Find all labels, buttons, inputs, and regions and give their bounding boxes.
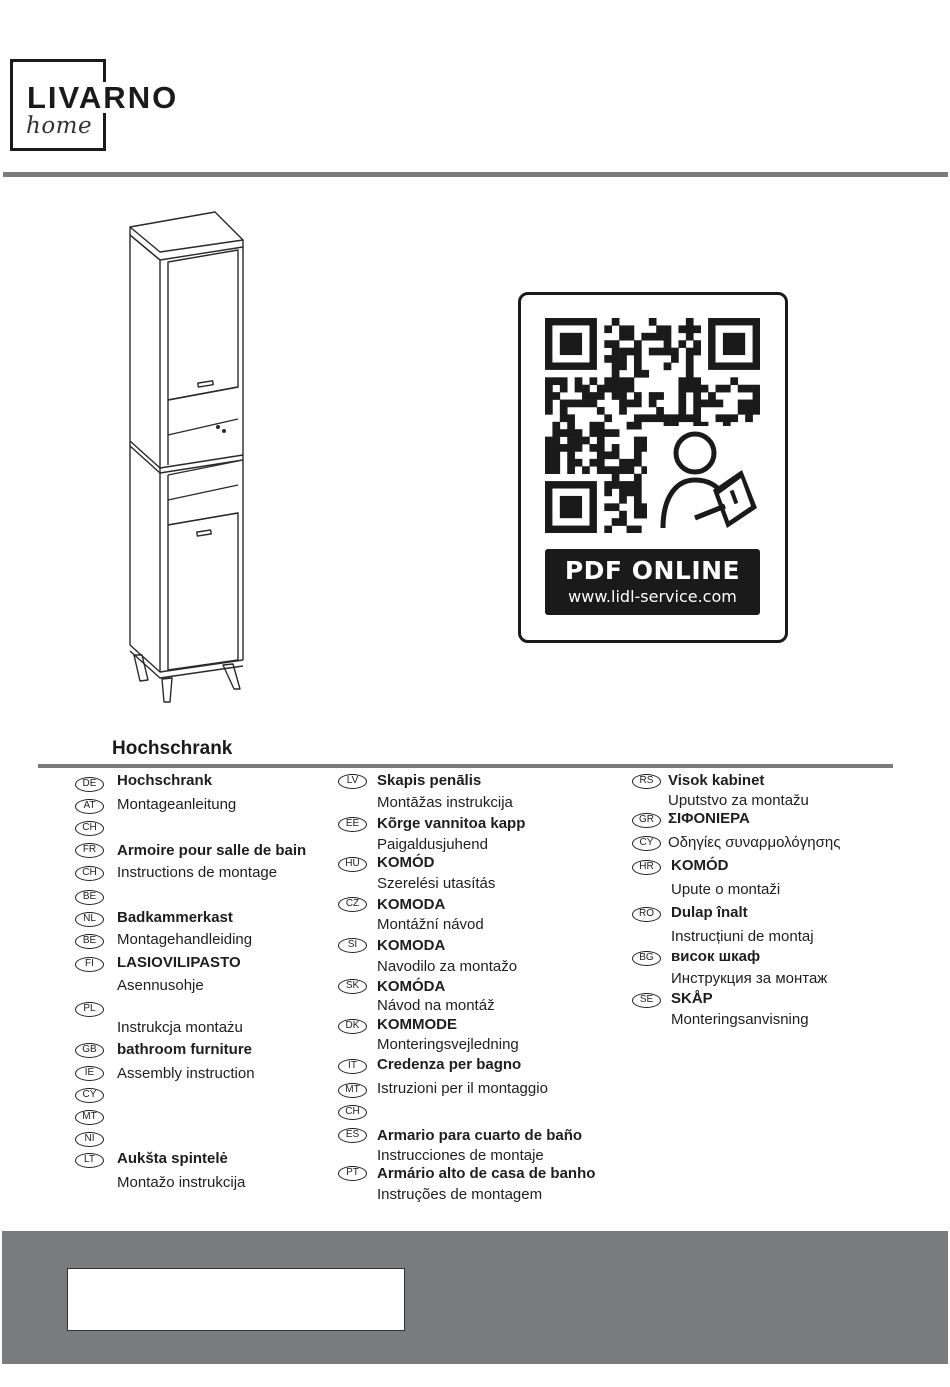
product-name-hr: KOMÓD — [671, 857, 729, 874]
instructions-label-ie: Assembly instruction — [117, 1065, 255, 1082]
country-code-badge-se: SE — [632, 993, 661, 1008]
instructions-label-cy: Οδηγίες συναρμολόγησης — [668, 834, 841, 851]
country-code-badge-lv: LV — [338, 774, 367, 789]
instructions-label-pt: Instruções de montagem — [377, 1186, 543, 1203]
country-code-badge-gr: GR — [632, 813, 661, 828]
country-code-badge-nl: NL — [75, 912, 104, 927]
product-name-fr: Armoire pour salle de bain — [117, 842, 307, 859]
country-code-badge-hu: HU — [338, 857, 367, 872]
title-divider — [38, 764, 893, 768]
product-name-bg: висок шкаф — [671, 948, 761, 965]
country-code-badge-ni: NI — [75, 1132, 104, 1147]
instructions-label-lt: Montažo instrukcija — [117, 1174, 246, 1191]
country-code-badge-be: BE — [75, 890, 104, 905]
product-name-lv: Skapis penālis — [377, 772, 482, 789]
country-code-badge-it: IT — [338, 1059, 367, 1074]
product-name-pt: Armário alto de casa de banho — [377, 1165, 596, 1182]
country-code-badge-ee: EE — [338, 817, 367, 832]
pdf-online-title: PDF ONLINE — [564, 556, 741, 585]
country-code-badge-ch: CH — [75, 821, 104, 836]
product-name-ee: Kõrge vannitoa kapp — [377, 815, 526, 832]
product-name-lt: Aukšta spintelė — [117, 1150, 228, 1167]
country-code-badge-sk: SK — [338, 979, 367, 994]
pdf-online-url: www.lidl-service.com — [568, 587, 737, 606]
country-code-badge-rs: RS — [632, 774, 661, 789]
instructions-label-lv: Montāžas instrukcija — [377, 794, 513, 811]
cabinet-illustration — [129, 211, 244, 703]
top-divider — [3, 172, 948, 177]
instructions-label-pl: Instrukcja montażu — [117, 1019, 243, 1036]
country-code-badge-mt: MT — [75, 1110, 104, 1125]
pdf-online-banner: PDF ONLINE www.lidl-service.com — [545, 549, 760, 615]
instructions-label-hu: Szerelési utasítás — [377, 875, 496, 892]
instructions-label-hr: Upute o montaži — [671, 881, 781, 898]
country-code-badge-ch: CH — [338, 1105, 367, 1120]
country-code-badge-pl: PL — [75, 1002, 104, 1017]
country-code-badge-de: DE — [75, 777, 104, 792]
country-code-badge-pt: PT — [338, 1166, 367, 1181]
product-name-dk: KOMMODE — [377, 1016, 457, 1033]
product-name-fi: LASIOVILIPASTO — [117, 954, 241, 971]
instructions-label-ee: Paigaldusjuhend — [377, 836, 488, 853]
brand-logo-name: LIVARNO — [27, 80, 181, 115]
instructions-label-fi: Asennusohje — [117, 977, 204, 994]
country-code-badge-be: BE — [75, 934, 104, 949]
person-reading-icon — [647, 426, 760, 533]
product-name-de: Hochschrank — [117, 772, 213, 789]
country-code-badge-ro: RO — [632, 907, 661, 922]
country-code-badge-mt: MT — [338, 1083, 367, 1098]
instructions-label-es: Instrucciones de montaje — [377, 1147, 544, 1164]
instructions-label-se: Monteringsanvisning — [671, 1011, 809, 1028]
country-code-badge-cy: CY — [632, 836, 661, 851]
product-name-cz: KOMODA — [377, 896, 446, 913]
instructions-label-ch: Instructions de montage — [117, 864, 278, 881]
footer-label-box — [67, 1268, 405, 1331]
qr-code — [545, 318, 760, 533]
instructions-label-bg: Инструкция за монтаж — [671, 970, 828, 987]
product-name-es: Armario para cuarto de baño — [377, 1127, 583, 1144]
product-name-se: SKÅP — [671, 990, 713, 1007]
product-name-ro: Dulap înalt — [671, 904, 748, 921]
instructions-label-si: Navodilo za montažo — [377, 958, 518, 975]
instructions-label-be: Montagehandleiding — [117, 931, 253, 948]
country-code-badge-ch: CH — [75, 866, 104, 881]
country-code-badge-si: SI — [338, 938, 367, 953]
country-code-badge-lt: LT — [75, 1153, 104, 1168]
instructions-label-mt: Istruzioni per il montaggio — [377, 1080, 548, 1097]
instructions-label-cz: Montážní návod — [377, 916, 484, 933]
country-code-badge-fr: FR — [75, 843, 104, 858]
instructions-label-at: Montageanleitung — [117, 796, 237, 813]
instructions-label-sk: Návod na montáž — [377, 997, 495, 1014]
product-name-gr: ΣΙΦΟΝΙΕΡΑ — [668, 810, 750, 827]
product-title: Hochschrank — [112, 738, 233, 759]
product-name-si: KOMODA — [377, 937, 446, 954]
brand-logo-subline: home — [26, 113, 93, 139]
product-name-it: Credenza per bagno — [377, 1056, 522, 1073]
country-code-badge-dk: DK — [338, 1019, 367, 1034]
country-code-badge-es: ES — [338, 1128, 367, 1143]
instructions-label-ro: Instrucțiuni de montaj — [671, 928, 814, 945]
country-code-badge-fi: FI — [75, 957, 104, 972]
product-name-gb: bathroom furniture — [117, 1041, 252, 1058]
product-name-sk: KOMÓDA — [377, 978, 446, 995]
product-name-nl: Badkammerkast — [117, 909, 233, 926]
country-code-badge-cz: CZ — [338, 897, 367, 912]
instructions-label-rs: Uputstvo za montažu — [668, 792, 809, 809]
country-code-badge-bg: BG — [632, 951, 661, 966]
country-code-badge-at: AT — [75, 799, 104, 814]
product-name-hu: KOMÓD — [377, 854, 435, 871]
country-code-badge-ie: IE — [75, 1066, 104, 1081]
country-code-badge-cy: CY — [75, 1088, 104, 1103]
instructions-label-dk: Monteringsvejledning — [377, 1036, 519, 1053]
country-code-badge-gb: GB — [75, 1043, 104, 1058]
product-name-rs: Visok kabinet — [668, 772, 765, 789]
country-code-badge-hr: HR — [632, 860, 661, 875]
